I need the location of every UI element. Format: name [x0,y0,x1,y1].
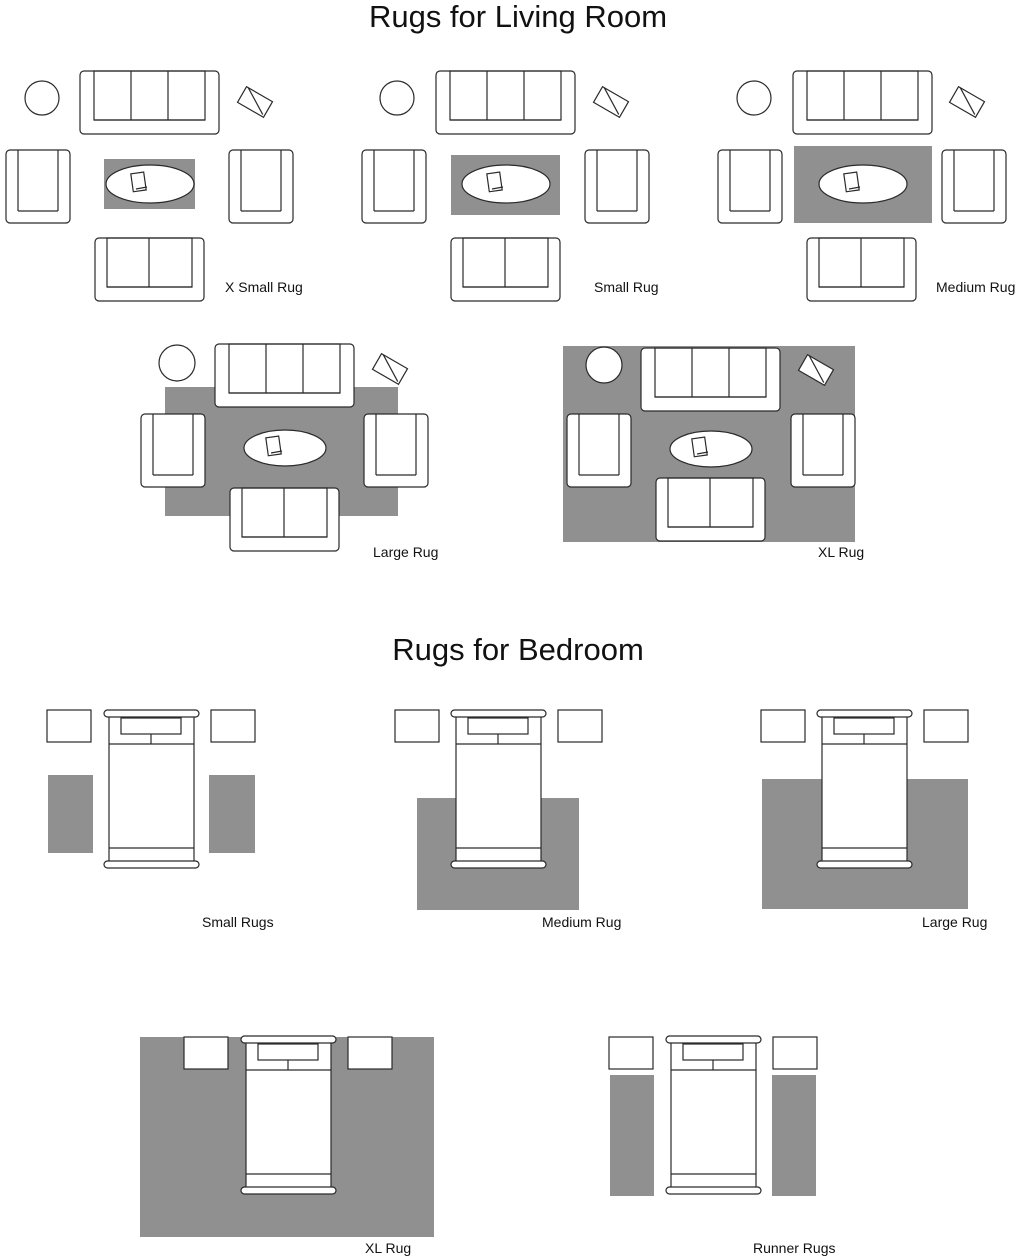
bed [665,1035,762,1195]
loveseat [806,237,917,302]
label-living-large: Large Rug [373,544,438,560]
coffee-table [818,164,908,204]
living-small-diagram: Small Rug [361,70,659,302]
side-table [24,80,60,116]
sofa [435,70,576,135]
rug-bedroom-small-left [48,775,93,853]
coffee-table [105,164,195,204]
bedroom-medium-diagram: Medium Rug [394,709,621,930]
nightstand-left [183,1036,229,1070]
label-bedroom-runner: Runner Rugs [753,1240,836,1256]
loveseat [450,237,561,302]
lamp-table [236,85,274,119]
bedroom-large-diagram: Large Rug [760,709,987,930]
side-table [379,80,415,116]
living-medium-diagram: Medium Rug [717,70,1015,302]
bedroom-xl-diagram: XL Rug [140,1035,434,1256]
bed [816,709,913,869]
armchair-right [228,149,294,224]
sofa [79,70,220,135]
bed [103,709,200,869]
side-table [158,344,196,382]
loveseat [94,237,205,302]
living-large-diagram: Large Rug [140,343,438,560]
sofa [214,343,355,408]
side-table [736,80,772,116]
living-xsmall-diagram: X Small Rug [5,70,303,302]
lamp-table [797,353,835,387]
armchair-right [584,149,650,224]
label-living-small: Small Rug [594,279,659,295]
lamp-table [371,352,409,386]
armchair-right [941,149,1007,224]
coffee-table [461,164,551,204]
rug-bedroom-runner-right [772,1075,816,1196]
coffee-table [243,429,327,467]
loveseat [655,477,766,542]
armchair-left [5,149,71,224]
bedroom-runner-diagram: Runner Rugs [608,1035,836,1256]
side-table [585,346,623,384]
nightstand-right [347,1036,393,1070]
armchair-left [140,413,206,488]
rug-bedroom-runner-left [610,1075,654,1196]
nightstand-right [557,709,603,743]
label-bedroom-xl: XL Rug [365,1240,411,1256]
loveseat [229,487,340,552]
armchair-right [363,413,429,488]
nightstand-right [772,1036,818,1070]
label-bedroom-medium: Medium Rug [542,914,621,930]
nightstand-right [923,709,969,743]
label-living-xsmall: X Small Rug [225,279,303,295]
label-living-medium: Medium Rug [936,279,1015,295]
lamp-table [948,85,986,119]
sofa [640,347,781,412]
nightstand-left [760,709,806,743]
nightstand-left [394,709,440,743]
lamp-table [592,85,630,119]
bedroom-small-diagram: Small Rugs [46,709,274,930]
sofa [792,70,933,135]
rug-bedroom-small-right [209,775,255,853]
coffee-table [669,430,753,468]
label-living-xl: XL Rug [818,544,864,560]
armchair-right [790,413,856,488]
label-bedroom-small: Small Rugs [202,914,274,930]
living-room-title: Rugs for Living Room [369,0,667,34]
armchair-left [566,413,632,488]
bedroom-title: Rugs for Bedroom [392,632,644,667]
living-xl-diagram: XL Rug [563,346,864,560]
armchair-left [717,149,783,224]
armchair-left [361,149,427,224]
nightstand-left [46,709,92,743]
nightstand-right [210,709,256,743]
label-bedroom-large: Large Rug [922,914,987,930]
bed [450,709,547,869]
nightstand-left [608,1036,654,1070]
bed [240,1035,337,1195]
